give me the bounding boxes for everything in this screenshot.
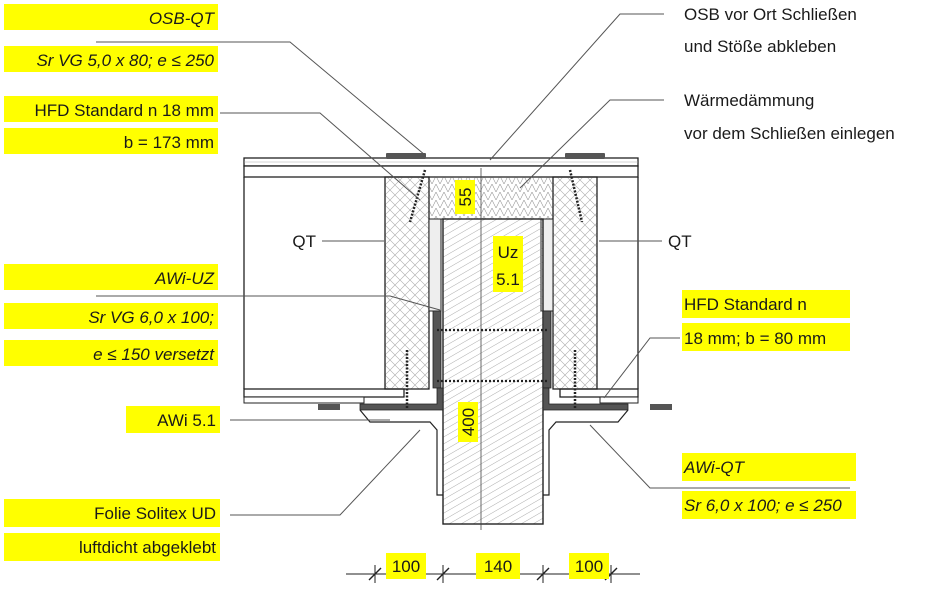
label-hfd-top-2: b = 173 mm xyxy=(124,133,214,152)
label-hfd-right-2: 18 mm; b = 80 mm xyxy=(684,329,826,348)
dim-100-left: 100 xyxy=(392,557,420,576)
label-awi-qt-screw: Sr 6,0 x 100; e ≤ 250 xyxy=(684,496,842,515)
label-awi-uz-screw-1: Sr VG 6,0 x 100; xyxy=(88,308,214,327)
label-osb-qt: OSB-QT xyxy=(149,9,216,28)
label-osb-qt-screw: Sr VG 5,0 x 80; e ≤ 250 xyxy=(36,51,214,70)
label-awi-qt: AWi-QT xyxy=(683,458,746,477)
label-qt-left: QT xyxy=(292,232,316,251)
uz-beam xyxy=(442,168,544,530)
label-highlights xyxy=(4,4,856,579)
label-uz-1: Uz xyxy=(498,243,519,262)
label-qt-right: QT xyxy=(668,232,692,251)
label-osb-note-1: OSB vor Ort Schließen xyxy=(684,5,857,24)
label-uz-2: 5.1 xyxy=(496,270,520,289)
osb-bottom-layer xyxy=(243,388,639,404)
label-folie-1: Folie Solitex UD xyxy=(94,504,216,523)
dim-140: 140 xyxy=(484,557,512,576)
label-waerme-1: Wärmedämmung xyxy=(684,91,814,110)
label-awi-51: AWi 5.1 xyxy=(157,411,216,430)
leader-lines xyxy=(96,13,850,516)
hfd-left-board xyxy=(428,218,442,312)
label-hfd-top-1: HFD Standard n 18 mm xyxy=(34,101,214,120)
dim-100-right: 100 xyxy=(575,557,603,576)
dim-400: 400 xyxy=(459,408,478,436)
label-awi-uz: AWi-UZ xyxy=(154,269,215,288)
osb-top-layer xyxy=(243,157,639,178)
qt-screws xyxy=(386,153,605,408)
label-folie-2: luftdicht abgeklebt xyxy=(79,538,216,557)
label-waerme-2: vor dem Schließen einlegen xyxy=(684,124,895,143)
label-awi-uz-screw-2: e ≤ 150 versetzt xyxy=(93,345,215,364)
label-hfd-right-1: HFD Standard n xyxy=(684,295,807,314)
label-osb-note-2: und Stöße abkleben xyxy=(684,37,836,56)
dim-55: 55 xyxy=(456,188,475,207)
insulation-top xyxy=(428,176,554,220)
uz-screws xyxy=(437,328,548,383)
